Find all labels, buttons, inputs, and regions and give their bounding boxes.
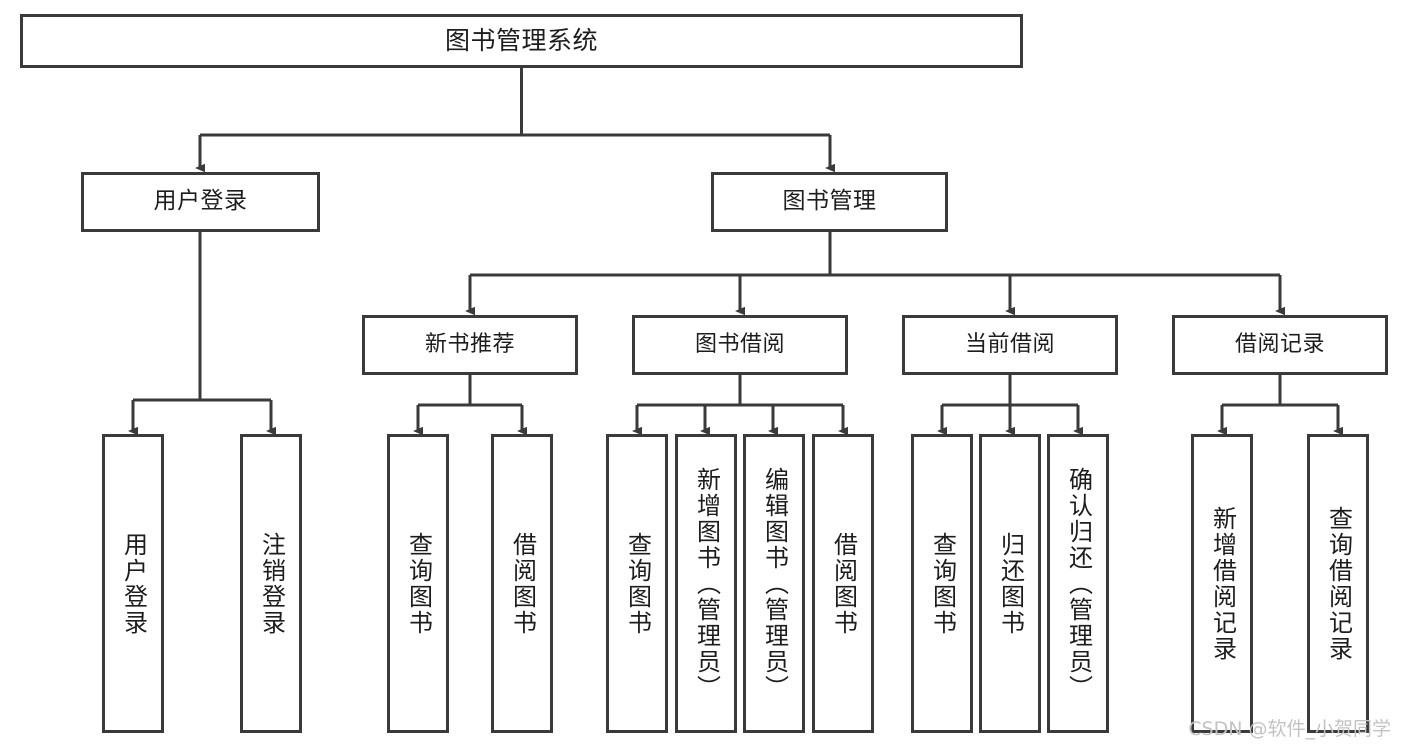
node-leaf-query-book-3-label: 查询图书 (928, 531, 957, 636)
node-leaf-add-book-label: 新增图书（管理员） (692, 466, 721, 701)
node-leaf-query-book-2-label: 查询图书 (623, 531, 652, 636)
node-leaf-add-book[interactable]: 新增图书（管理员） (675, 434, 737, 733)
node-leaf-borrow-book-2[interactable]: 借阅图书 (812, 434, 874, 733)
node-leaf-user-login-label: 用户登录 (119, 531, 148, 636)
node-leaf-add-record[interactable]: 新增借阅记录 (1191, 434, 1253, 733)
node-leaf-add-record-label: 新增借阅记录 (1208, 505, 1237, 662)
node-leaf-query-record[interactable]: 查询借阅记录 (1307, 434, 1369, 733)
node-leaf-query-book-1-label: 查询图书 (404, 531, 433, 636)
node-new-book-rec-label: 新书推荐 (424, 331, 515, 357)
node-book-manage[interactable]: 图书管理 (711, 172, 948, 232)
node-leaf-borrow-book-1[interactable]: 借阅图书 (491, 434, 553, 733)
node-leaf-query-book-3[interactable]: 查询图书 (911, 434, 973, 733)
node-leaf-borrow-book-2-label: 借阅图书 (829, 531, 858, 636)
node-leaf-edit-book[interactable]: 编辑图书（管理员） (743, 434, 805, 733)
node-book-manage-label: 图书管理 (782, 188, 877, 215)
node-leaf-return-book-label: 归还图书 (996, 531, 1025, 636)
node-current-borrow[interactable]: 当前借阅 (902, 315, 1118, 375)
node-leaf-confirm-return[interactable]: 确认归还（管理员） (1047, 434, 1109, 733)
node-user-login-label: 用户登录 (153, 188, 248, 215)
node-leaf-query-record-label: 查询借阅记录 (1324, 505, 1353, 662)
node-leaf-logout-label: 注销登录 (257, 531, 286, 636)
node-leaf-user-login[interactable]: 用户登录 (102, 434, 164, 733)
node-leaf-edit-book-label: 编辑图书（管理员） (760, 466, 789, 701)
node-leaf-borrow-book-1-label: 借阅图书 (508, 531, 537, 636)
node-book-borrow[interactable]: 图书借阅 (632, 315, 848, 375)
node-new-book-rec[interactable]: 新书推荐 (362, 315, 578, 375)
node-leaf-logout[interactable]: 注销登录 (240, 434, 302, 733)
node-user-login[interactable]: 用户登录 (81, 172, 320, 232)
node-leaf-query-book-2[interactable]: 查询图书 (606, 434, 668, 733)
node-book-borrow-label: 图书借阅 (694, 331, 785, 357)
node-leaf-confirm-return-label: 确认归还（管理员） (1064, 466, 1093, 701)
node-borrow-record-label: 借阅记录 (1234, 331, 1325, 357)
node-borrow-record[interactable]: 借阅记录 (1172, 315, 1388, 375)
node-root-label: 图书管理系统 (444, 26, 598, 55)
node-leaf-query-book-1[interactable]: 查询图书 (387, 434, 449, 733)
node-leaf-return-book[interactable]: 归还图书 (979, 434, 1041, 733)
node-current-borrow-label: 当前借阅 (964, 331, 1055, 357)
watermark: CSDN @软件_小贺同学 (1188, 718, 1391, 740)
node-root[interactable]: 图书管理系统 (20, 14, 1023, 68)
